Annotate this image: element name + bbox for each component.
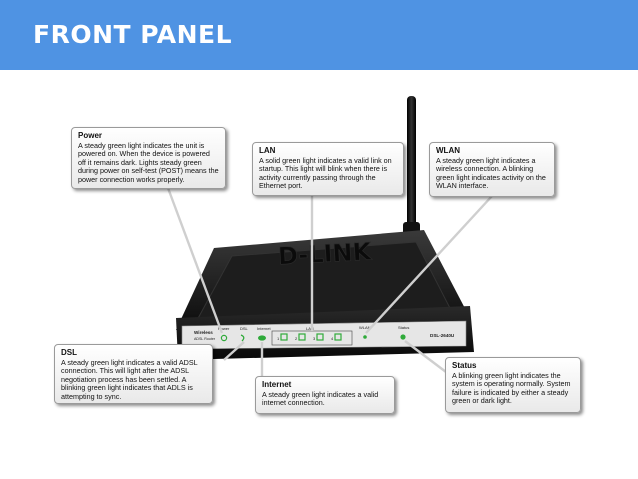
callout-dsl-title: DSL	[61, 348, 77, 357]
lan-port-2-number: 2	[295, 336, 298, 341]
pointer-dsl	[223, 341, 245, 361]
callout-lan-title: LAN	[259, 146, 276, 155]
label-power: Power	[218, 326, 230, 331]
callout-status-title: Status	[452, 361, 477, 370]
callout-lan-text: A solid green light indicates a valid li…	[259, 155, 392, 191]
callout-dsl-text: A steady green light indicates a valid A…	[61, 357, 198, 401]
page-title: FRONT PANEL	[33, 20, 233, 49]
callout-power-text: A steady green light indicates the unit …	[78, 140, 219, 184]
callout-internet-title: Internet	[262, 380, 292, 389]
callout-wlan-text: A steady green light indicates a wireles…	[436, 155, 546, 191]
pointer-wlan	[365, 195, 493, 334]
label-adsl-router: ADSL Router	[194, 337, 216, 341]
pointer-status	[404, 340, 447, 373]
lan-port-1-led-icon	[280, 333, 288, 341]
callout-status: Status A blinking green light indicates …	[445, 357, 581, 413]
power-led-icon	[220, 334, 228, 342]
dsl-led-icon	[240, 334, 245, 342]
pointer-power	[166, 187, 224, 334]
callout-wlan-title: WLAN	[436, 146, 460, 155]
front-panel: Wireless ADSL Router Power DSL Internet …	[181, 320, 467, 350]
callout-dsl: DSL A steady green light indicates a val…	[54, 344, 213, 404]
lan-port-4-number: 4	[331, 336, 334, 341]
pointer-lines	[166, 187, 493, 378]
lan-port-1-number: 1	[277, 336, 280, 341]
callout-status-text: A blinking green light indicates the sys…	[452, 370, 571, 406]
label-wlan: WLAN	[359, 325, 371, 330]
antenna	[407, 96, 416, 228]
status-led-icon	[400, 334, 406, 340]
callout-internet: Internet A steady green light indicates …	[255, 376, 395, 414]
label-internet: Internet	[257, 326, 271, 331]
label-model: DSL-2640U	[430, 333, 455, 338]
callout-power: Power A steady green light indicates the…	[71, 127, 226, 189]
brand-logo: D-LINK	[277, 238, 373, 271]
lan-port-2-led-icon	[298, 333, 306, 341]
label-status: Status	[398, 325, 409, 330]
lan-port-4-led-icon	[334, 333, 342, 341]
wlan-led-icon	[363, 335, 367, 339]
callout-wlan: WLAN A steady green light indicates a wi…	[429, 142, 555, 197]
label-lan: LAN	[306, 326, 314, 331]
internet-led-icon	[258, 335, 266, 341]
title-banner: FRONT PANEL	[0, 0, 638, 70]
callout-internet-text: A steady green light indicates a valid i…	[262, 389, 379, 408]
label-dsl: DSL	[240, 326, 249, 331]
lan-port-3-led-icon	[316, 333, 324, 341]
lan-port-3-number: 3	[313, 336, 316, 341]
callout-lan: LAN A solid green light indicates a vali…	[252, 142, 404, 196]
callout-power-title: Power	[78, 131, 103, 140]
label-wireless: Wireless	[194, 330, 213, 335]
